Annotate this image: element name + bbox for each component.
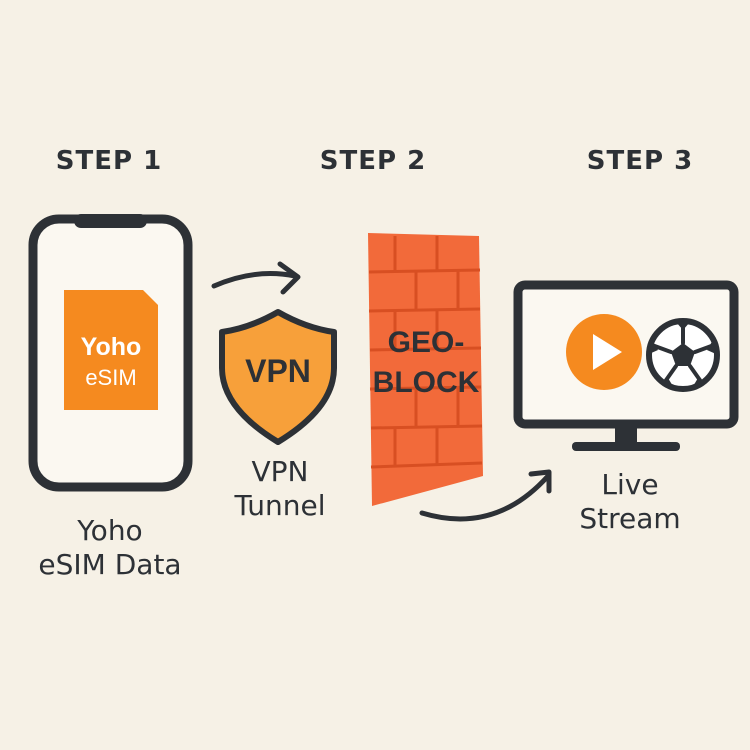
arrow-icon: [211, 261, 301, 295]
step-1-caption: Yoho eSIM Data: [0, 514, 220, 582]
step-1-caption-line1: Yoho: [77, 514, 143, 547]
wall-line2: BLOCK: [373, 366, 480, 399]
step-3-caption: Live Stream: [530, 468, 730, 536]
step-2-caption-line1: VPN: [251, 455, 309, 488]
sim-card-line2: eSIM: [85, 365, 136, 390]
step-2-heading: STEP 2: [319, 146, 427, 176]
step-2-caption-line2: Tunnel: [234, 489, 326, 522]
shield-icon: VPN: [219, 309, 337, 445]
sim-card-icon: Yoho eSIM: [64, 290, 158, 410]
step-3-caption-line1: Live: [601, 468, 659, 501]
shield-label: VPN: [245, 353, 311, 389]
step-2-caption: VPN Tunnel: [180, 455, 380, 523]
play-icon: [566, 314, 642, 390]
step-1-heading: STEP 1: [55, 146, 163, 176]
wall-line1: GEO-: [388, 326, 465, 359]
soccer-ball-icon: [646, 318, 720, 392]
step-3-heading: STEP 3: [586, 146, 694, 176]
brick-wall-icon: GEO- BLOCK: [368, 233, 483, 506]
sim-card-line1: Yoho: [81, 333, 142, 361]
step-1-caption-line2: eSIM Data: [38, 548, 182, 581]
arrow-icon: [419, 469, 552, 522]
step-3-caption-line2: Stream: [579, 502, 681, 535]
